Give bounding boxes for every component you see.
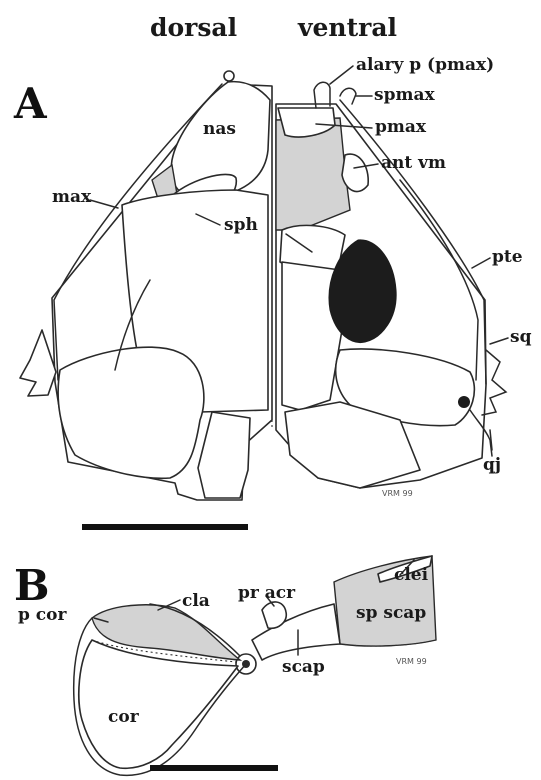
label-qj: qj [483,455,501,475]
panel-label-a: A [13,79,48,128]
leader-sq [490,338,508,344]
dorsal-squamosal [20,330,56,396]
ventral-header: ventral [297,13,397,42]
label-cor: cor [108,707,140,727]
label-sq: sq [510,327,532,347]
label-sp-scap: sp scap [356,603,426,623]
label-max: max [52,187,92,207]
label-cla: cla [182,591,210,611]
label-clei: clei [394,565,429,585]
artist-signature-b: VRM 99 [396,657,427,666]
dorsal-header: dorsal [150,13,237,42]
leader-alary [330,66,353,84]
label-ant-vm: ant vm [381,153,446,173]
skull-drawing [20,71,506,500]
artist-signature-a: VRM 99 [382,489,413,498]
dorsal-otic [58,347,204,478]
nasal-tip [224,71,234,81]
septomaxilla [340,88,356,104]
label-scap: scap [282,657,325,677]
label-sph: sph [224,215,258,235]
label-nas: nas [203,119,236,139]
label-pmax: pmax [375,117,427,137]
label-spmax: spmax [374,85,435,105]
panel-label-b: B [14,561,50,610]
leader-max [90,200,118,208]
leader-pte [472,258,490,268]
label-pte: pte [492,247,523,267]
label-pr-acr: pr acr [238,583,296,603]
quadrate-knob [458,396,470,408]
label-p-cor: p cor [18,605,67,625]
label-alary-p: alary p (pmax) [356,55,494,75]
